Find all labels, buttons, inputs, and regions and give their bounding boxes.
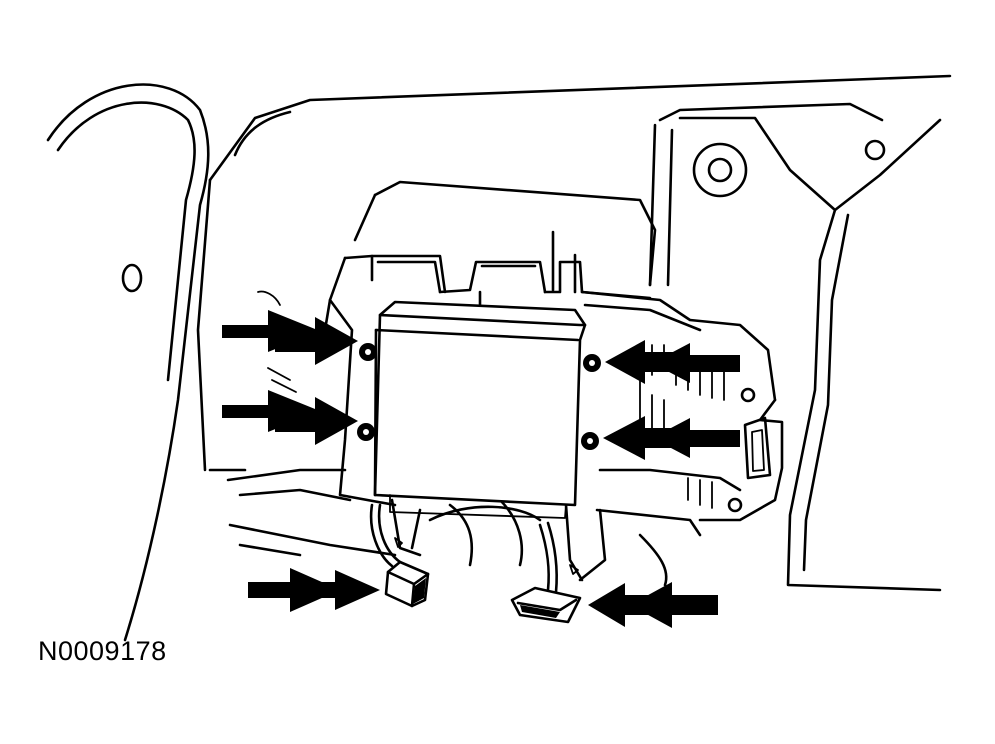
control-module	[373, 300, 587, 519]
figure-reference-number: N0009178	[38, 636, 167, 666]
connector-right	[510, 586, 582, 624]
connector-left	[384, 560, 430, 608]
lower-structure	[226, 468, 668, 587]
nut-upper-right	[583, 354, 601, 372]
mounting-bracket	[257, 180, 784, 537]
nut-lower-left	[357, 423, 375, 441]
arrow-lower-right-nut	[603, 416, 740, 460]
body-panel-outline	[46, 74, 952, 642]
arrow-lower-left-nut	[222, 390, 358, 445]
nut-upper-left	[359, 343, 377, 361]
wiring-harness	[369, 503, 559, 594]
arrow-upper-right-nut	[605, 340, 740, 384]
right-pillar	[648, 102, 942, 592]
arrow-right-connector	[588, 582, 718, 628]
arrow-left-connector	[248, 568, 380, 612]
mounting-nuts	[357, 343, 601, 450]
nut-lower-right	[581, 432, 599, 450]
arrow-upper-left-nut	[222, 310, 358, 365]
